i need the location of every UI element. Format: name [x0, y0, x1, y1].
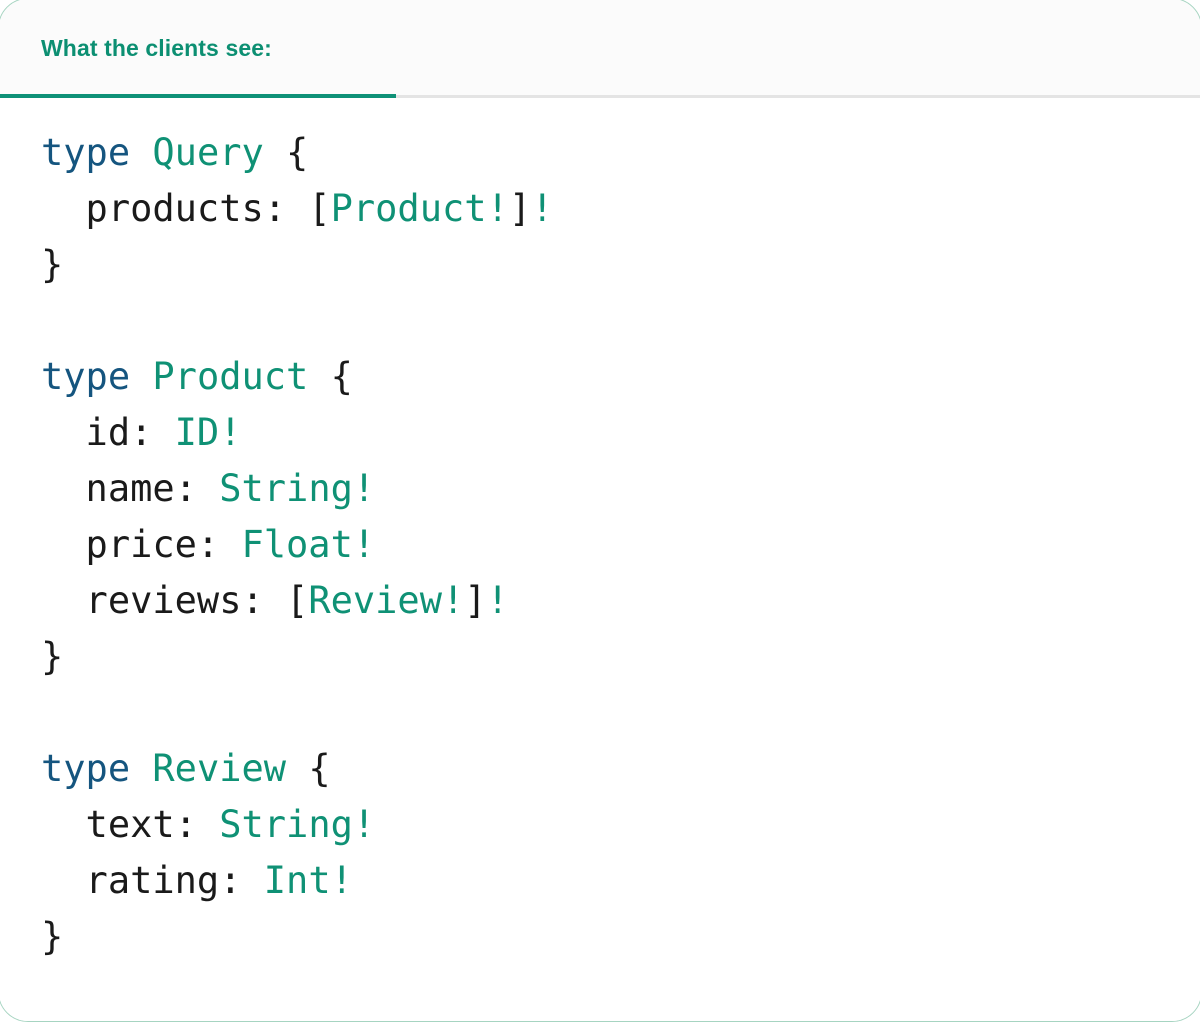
code-token: type: [41, 131, 131, 174]
code-token: name:: [41, 467, 220, 510]
code-line: price: Float!: [41, 517, 1200, 573]
code-token: {: [286, 747, 331, 790]
code-line: text: String!: [41, 797, 1200, 853]
code-token: ]: [464, 579, 487, 622]
code-token: Float!: [241, 523, 376, 566]
code-token: ID!: [174, 411, 242, 454]
code-token: }: [41, 635, 64, 678]
code-line: id: ID!: [41, 405, 1200, 461]
code-token: Review!: [308, 579, 465, 622]
code-token: String!: [219, 803, 376, 846]
tab-clients-view[interactable]: What the clients see:: [0, 0, 396, 98]
tab-bar: What the clients see:: [0, 0, 1200, 98]
code-token: Query: [152, 131, 264, 174]
code-line: }: [41, 629, 1200, 685]
code-line: reviews: [Review!]!: [41, 573, 1200, 629]
code-token: {: [263, 131, 309, 174]
code-token: [130, 355, 152, 398]
code-token: ]: [508, 187, 532, 230]
code-token: price:: [41, 523, 242, 566]
code-line: [41, 293, 1200, 349]
code-token: id:: [41, 411, 175, 454]
code-token: type: [41, 747, 131, 790]
code-token: [130, 747, 152, 790]
code-panel[interactable]: type Query { products: [Product!]!} type…: [0, 98, 1200, 1021]
code-line: name: String!: [41, 461, 1200, 517]
code-token: text:: [41, 803, 220, 846]
code-token: type: [41, 355, 131, 398]
code-line: type Review {: [41, 741, 1200, 797]
code-token: {: [308, 355, 353, 398]
code-token: }: [41, 243, 64, 286]
code-line: products: [Product!]!: [41, 181, 1200, 237]
code-token: products: [: [41, 187, 331, 230]
tab-active-underline: [0, 94, 396, 98]
code-token: String!: [219, 467, 376, 510]
code-line: type Product {: [41, 349, 1200, 405]
code-token: Product: [152, 355, 309, 398]
code-line: rating: Int!: [41, 853, 1200, 909]
code-token: Int!: [263, 859, 353, 902]
code-token: !: [531, 187, 554, 230]
code-token: reviews: [: [41, 579, 309, 622]
code-token: Product!: [330, 187, 509, 230]
tab-clients-view-label: What the clients see:: [41, 35, 272, 61]
code-line: type Query {: [41, 125, 1200, 181]
code-token: Review: [152, 747, 287, 790]
code-token: rating:: [41, 859, 264, 902]
tab-bar-divider: [0, 95, 1200, 98]
code-token: !: [486, 579, 509, 622]
graphql-schema-code: type Query { products: [Product!]!} type…: [41, 125, 1200, 965]
code-token: }: [41, 915, 64, 958]
code-line: }: [41, 237, 1200, 293]
code-token: [130, 131, 152, 174]
code-line: }: [41, 909, 1200, 965]
code-line: [41, 685, 1200, 741]
